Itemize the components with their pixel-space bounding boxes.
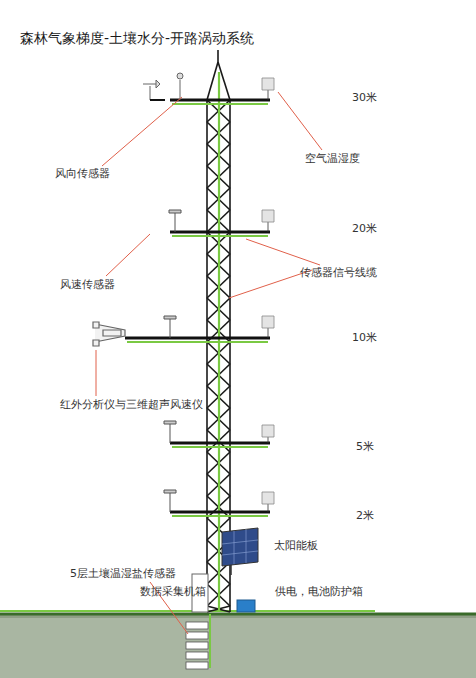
height-label: 2米 bbox=[356, 509, 374, 522]
callout-label: 空气温湿度 bbox=[305, 152, 360, 165]
irga-sonic bbox=[93, 322, 125, 346]
height-label: 30米 bbox=[352, 91, 377, 104]
callout-label: 数据采集机箱 bbox=[140, 585, 206, 598]
ground bbox=[0, 614, 476, 678]
ground-cable bbox=[0, 610, 375, 612]
soil-sensors bbox=[186, 622, 208, 669]
weather-shields bbox=[262, 78, 274, 512]
callout-label: 红外分析仪与三维超声风速仪 bbox=[60, 398, 203, 411]
height-label: 10米 bbox=[352, 331, 377, 344]
anemometers bbox=[164, 210, 181, 512]
solar-panel bbox=[222, 528, 258, 575]
height-label: 5米 bbox=[356, 440, 374, 453]
callout-label: 太阳能板 bbox=[274, 539, 318, 552]
callout-label: 风速传感器 bbox=[60, 278, 115, 291]
title: 森林气象梯度-土壤水分-开路涡动系统 bbox=[20, 30, 254, 47]
wind-vane bbox=[143, 73, 183, 100]
callout-label: 传感器信号线缆 bbox=[300, 266, 377, 279]
arms bbox=[125, 100, 270, 516]
ground-line bbox=[0, 613, 476, 616]
callout-label: 供电，电池防护箱 bbox=[275, 585, 363, 598]
tower-lattice bbox=[207, 50, 230, 612]
leader-lines bbox=[96, 92, 322, 634]
soil-cable bbox=[209, 614, 211, 668]
callout-label: 风向传感器 bbox=[55, 167, 110, 180]
height-label: 20米 bbox=[352, 222, 377, 235]
battery-box bbox=[237, 600, 255, 612]
soil bbox=[0, 618, 476, 678]
callout-label: 5层土壤温湿盐传感器 bbox=[70, 567, 176, 580]
